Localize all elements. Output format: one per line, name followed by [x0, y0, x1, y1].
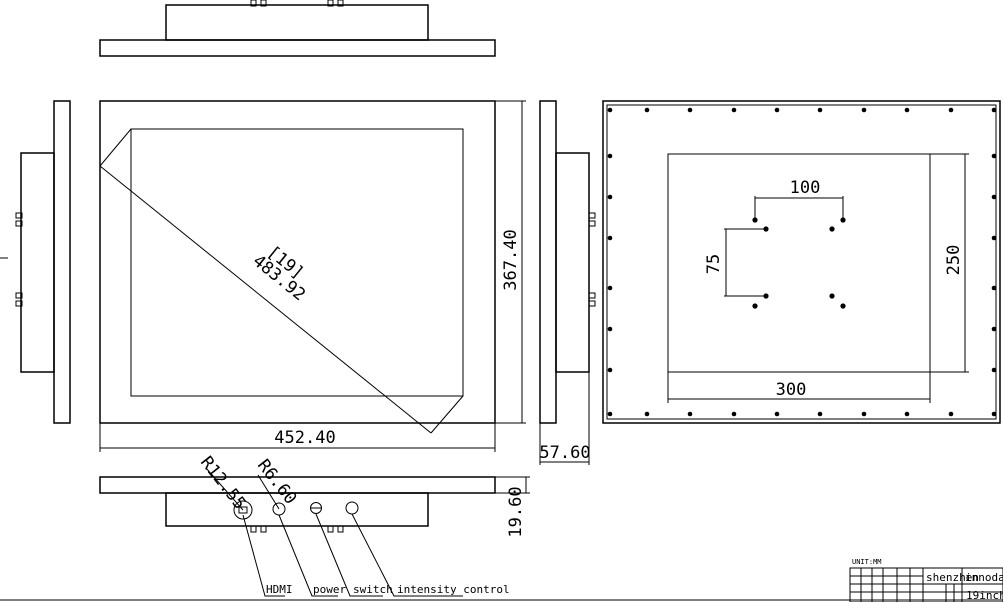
cutout-height-label: 250 — [944, 245, 964, 276]
vesa-holes — [752, 217, 846, 309]
power-callout: power — [313, 583, 346, 596]
switch-port — [310, 502, 322, 514]
cutout-width-label: 300 — [776, 380, 807, 400]
right-side-view — [539, 100, 596, 465]
left-side-view — [0, 100, 71, 424]
unit-label: UNIT:MM — [852, 558, 882, 566]
hdmi-port — [233, 500, 253, 520]
top-view — [99, 0, 496, 57]
switch-callout: switch — [353, 583, 393, 596]
width-dimension-label: 452.40 — [274, 428, 335, 448]
vesa-vertical-label: 75 — [704, 254, 724, 274]
thickness-dimension-label: 19.60 — [506, 486, 526, 537]
front-view — [99, 100, 526, 452]
size-label: 19inch — [966, 589, 1003, 602]
height-dimension-label: 367.40 — [501, 229, 521, 290]
perimeter-holes — [607, 107, 997, 417]
intensity-control — [345, 501, 359, 515]
company-city: shenzhen — [926, 571, 979, 584]
intensity-callout: intensity control — [397, 583, 510, 596]
back-view — [602, 100, 1001, 424]
company-name: innoda — [965, 571, 1003, 584]
hdmi-callout: HDMI — [266, 583, 293, 596]
radius-power-label: R6.60 — [253, 456, 300, 509]
depth-dimension-label: 57.60 — [539, 443, 590, 463]
bottom-view — [99, 467, 530, 597]
vesa-horizontal-label: 100 — [790, 178, 821, 198]
title-block — [849, 567, 1003, 602]
radius-hdmi-label: R12.55 — [196, 453, 250, 514]
